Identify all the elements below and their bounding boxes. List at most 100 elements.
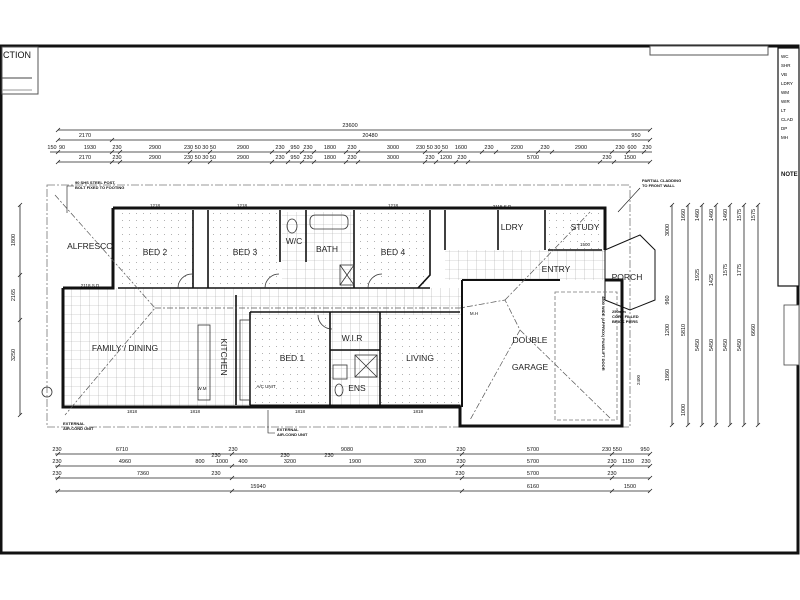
dimension-label: 1500 xyxy=(624,155,636,161)
legend-abbreviation: VB xyxy=(781,72,787,77)
dimension-label: 950 xyxy=(290,145,299,151)
dimension-line xyxy=(741,202,747,208)
dimension-line xyxy=(647,488,653,494)
dimension-label: 230 xyxy=(280,453,289,459)
dimension-line xyxy=(647,159,653,165)
dimension-line xyxy=(647,475,653,481)
room-bed-2: BED 2 xyxy=(143,247,168,257)
dimension-label: 230 xyxy=(52,447,61,453)
dimension-line xyxy=(609,463,615,469)
dimension-line xyxy=(422,149,428,155)
room-study: STUDY xyxy=(571,222,600,232)
dimension-line xyxy=(343,149,349,155)
dimension-line xyxy=(229,451,235,457)
piers-note: 250mm xyxy=(612,309,626,314)
dimension-line xyxy=(117,149,123,155)
dimension-line xyxy=(609,488,615,494)
room-wir: W.I.R xyxy=(342,333,363,343)
dimension-line xyxy=(609,149,615,155)
dimension-label: 1500 xyxy=(624,484,636,490)
piers-note: CORE FILLED xyxy=(612,314,639,319)
dimension-line xyxy=(55,137,61,143)
room-laundry: LDRY xyxy=(501,222,524,232)
room-wc: W/C xyxy=(286,236,303,246)
dimension-label: 230 550 xyxy=(602,447,622,453)
dimension-line xyxy=(597,159,603,165)
dimension-label: 2900 xyxy=(237,145,249,151)
dimension-label: 15940 xyxy=(250,484,265,490)
ac-unit-note: EXTERNAL xyxy=(277,427,299,432)
dimension-line xyxy=(109,159,115,165)
dimension-label: 1460 xyxy=(723,209,729,221)
dimension-line xyxy=(269,149,275,155)
dimension-label: 6660 xyxy=(751,324,757,336)
dimension-label: 150 xyxy=(47,145,56,151)
eave-line xyxy=(46,184,631,428)
dimension-line xyxy=(422,159,428,165)
dimension-line xyxy=(229,463,235,469)
room-family-dining: FAMILY / DINING xyxy=(92,343,158,353)
dimension-line xyxy=(311,149,317,155)
dimension-line xyxy=(117,159,123,165)
dimension-line xyxy=(625,149,631,155)
dimension-label: 230 50 30 50 xyxy=(184,145,216,151)
legend-abbreviation: CLAD xyxy=(781,117,794,122)
dimension-label: 960 xyxy=(665,295,671,304)
dimension-line xyxy=(311,159,317,165)
dimension-line xyxy=(713,202,719,208)
dimension-label: 90 xyxy=(59,145,65,151)
dimension-label: 1000 xyxy=(681,404,687,416)
dimension-label: 5450 xyxy=(723,339,729,351)
dimension-line xyxy=(17,412,23,418)
dimension-label: 230 xyxy=(615,145,624,151)
dimension-label: 230 xyxy=(112,145,121,151)
dimension-line xyxy=(437,149,443,155)
manhole-label: M.H xyxy=(470,311,478,316)
dimension-line xyxy=(187,159,193,165)
dimension-line xyxy=(699,422,705,428)
dimension-label: 5700 xyxy=(527,459,539,465)
legend-abbreviation: LDRY xyxy=(781,81,793,86)
dimension-label: 230 xyxy=(602,155,611,161)
dimension-line xyxy=(549,149,555,155)
dimension-line xyxy=(465,159,471,165)
dimension-label: 1200 xyxy=(440,155,452,161)
dimension-line xyxy=(727,202,733,208)
legend-abbreviation: DP xyxy=(781,126,787,131)
dimension-line xyxy=(299,159,305,165)
legend-abbreviation: WM xyxy=(781,90,789,95)
room-bath: BATH xyxy=(316,244,338,254)
garage-door-note: 4800 WIDE (APPROX) PANELIFT DOOR xyxy=(601,296,606,371)
dimension-label: 230 xyxy=(303,155,312,161)
dimension-label: 1575 xyxy=(751,209,757,221)
room-alfresco: ALFRESCO xyxy=(67,241,113,251)
dimension-line xyxy=(55,475,61,481)
room-bed-3: BED 3 xyxy=(233,247,258,257)
dimension-label: 230 xyxy=(484,145,493,151)
dimension-label: 230 xyxy=(455,471,464,477)
dimension-label: 230 xyxy=(641,459,650,465)
dimension-label: 230 xyxy=(211,453,220,459)
dimension-label: 5700 xyxy=(527,471,539,477)
dimension-line xyxy=(459,475,465,481)
dimension-label: 5450 xyxy=(695,339,701,351)
dimension-line xyxy=(285,159,291,165)
room-porch: PORCH xyxy=(612,272,643,282)
window-label: 1218 xyxy=(388,203,399,208)
dimension-line xyxy=(647,137,653,143)
dimension-label: 950 xyxy=(640,447,649,453)
dimension-line xyxy=(55,159,61,165)
car-space-outline xyxy=(554,291,618,421)
dimension-label: 1575 xyxy=(723,264,729,276)
study-width-label: 1500 xyxy=(580,242,591,247)
dimension-line xyxy=(109,149,115,155)
dimension-label: 23600 xyxy=(342,123,357,129)
dimension-line xyxy=(685,422,691,428)
window-label: 1818 xyxy=(127,409,138,414)
dimension-label: 1200 xyxy=(665,324,671,336)
dimension-label: 1660 xyxy=(681,209,687,221)
sliding-door-note: 2115 S.D xyxy=(493,204,512,209)
legend-abbreviation: LT xyxy=(781,108,786,113)
dimension-label: 1930 xyxy=(84,145,96,151)
